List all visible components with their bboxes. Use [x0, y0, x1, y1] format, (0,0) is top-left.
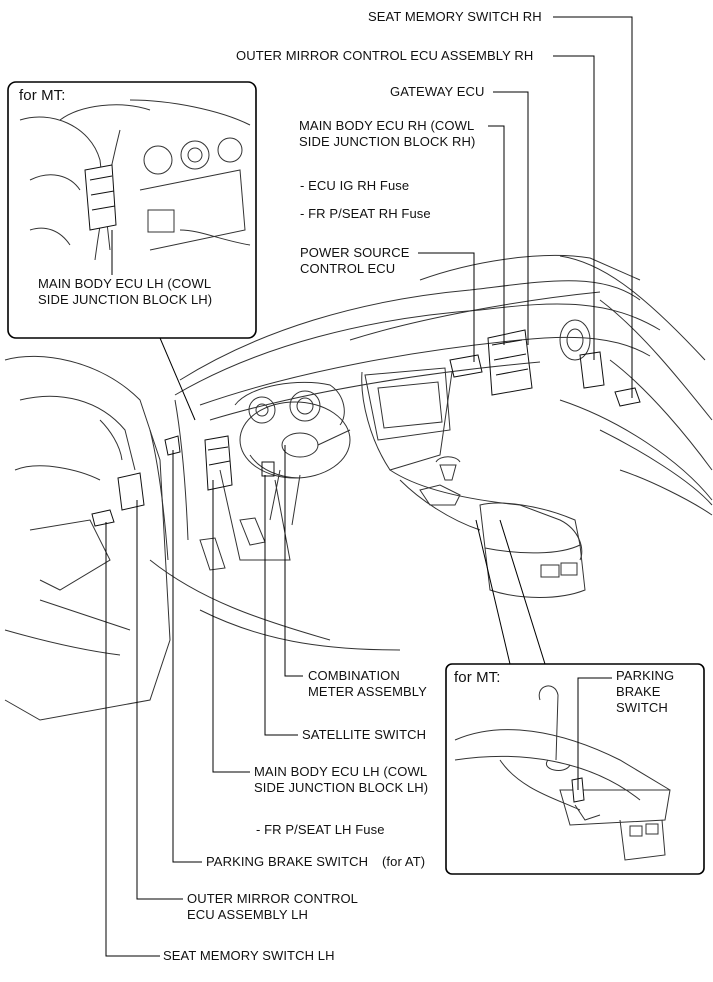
dashboard-outline — [4, 254, 713, 721]
label-seat-memory-switch-rh: SEAT MEMORY SWITCH RH — [368, 9, 542, 24]
label-outer-mirror-ecu-rh: OUTER MIRROR CONTROL ECU ASSEMBLY RH — [236, 48, 534, 63]
leader-lines — [105, 16, 633, 957]
component-shapes — [91, 329, 641, 527]
label-inset-mt-top: for MT: — [19, 87, 66, 104]
label-fr-pseat-rh-fuse: - FR P/SEAT RH Fuse — [300, 206, 431, 221]
label-for-at: (for AT) — [382, 854, 426, 869]
label-parking-brake-switch: PARKING BRAKE SWITCH — [206, 854, 369, 869]
label-gateway-ecu: GATEWAY ECU — [390, 84, 485, 99]
label-satellite-switch: SATELLITE SWITCH — [302, 727, 427, 742]
label-combination-meter: COMBINATION METER ASSEMBLY — [308, 668, 427, 699]
label-main-body-ecu-lh: MAIN BODY ECU LH (COWL SIDE JUNCTION BLO… — [254, 764, 429, 795]
label-parking-brake-switch-mt: PARKING BRAKE SWITCH — [616, 668, 675, 715]
label-main-body-ecu-lh-inset: MAIN BODY ECU LH (COWL SIDE JUNCTION BLO… — [38, 276, 213, 307]
label-outer-mirror-ecu-lh: OUTER MIRROR CONTROL ECU ASSEMBLY LH — [187, 891, 358, 922]
label-power-source-ecu: POWER SOURCE CONTROL ECU — [300, 245, 410, 276]
inset-mt-top — [7, 81, 257, 339]
label-seat-memory-switch-lh: SEAT MEMORY SWITCH LH — [163, 948, 335, 963]
inset-mt-bottom — [445, 663, 705, 875]
label-inset-mt-bottom: for MT: — [454, 669, 501, 686]
label-fr-pseat-lh-fuse: - FR P/SEAT LH Fuse — [256, 822, 385, 837]
label-main-body-ecu-rh: MAIN BODY ECU RH (COWL SIDE JUNCTION BLO… — [299, 118, 476, 149]
label-ecu-ig-rh-fuse: - ECU IG RH Fuse — [300, 178, 410, 193]
